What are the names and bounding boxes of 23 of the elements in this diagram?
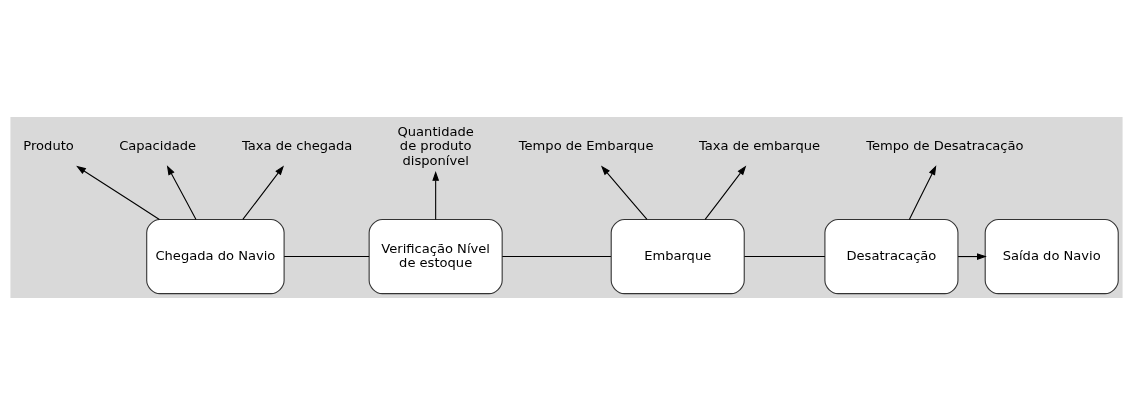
arrow xyxy=(166,164,197,220)
connector xyxy=(743,255,826,257)
arrow xyxy=(76,165,160,220)
node-box: Verificação Nível de estoque xyxy=(368,218,503,294)
node-box: Saída do Navio xyxy=(984,218,1119,294)
arrow xyxy=(908,164,937,220)
node-text: Taxa de chegada xyxy=(241,137,353,153)
node-text: Taxa de embarque xyxy=(698,137,821,153)
node-text: Quantidade de produto disponível xyxy=(397,123,474,168)
node-text: Tempo de Desatracação xyxy=(866,137,1024,153)
node-box: Chegada do Navio xyxy=(146,218,285,294)
arrow xyxy=(242,164,284,220)
arrow xyxy=(600,164,648,220)
arrow xyxy=(704,164,747,220)
connector xyxy=(283,255,370,257)
connector xyxy=(501,255,612,257)
node-text: Tempo de Embarque xyxy=(518,137,654,153)
node-box: Embarque xyxy=(610,218,745,294)
node-text: Produto xyxy=(23,137,74,153)
arrow xyxy=(957,252,987,260)
arrow xyxy=(432,170,440,220)
node-box: Desatracação xyxy=(824,218,959,294)
node-text: Capacidade xyxy=(119,137,197,153)
